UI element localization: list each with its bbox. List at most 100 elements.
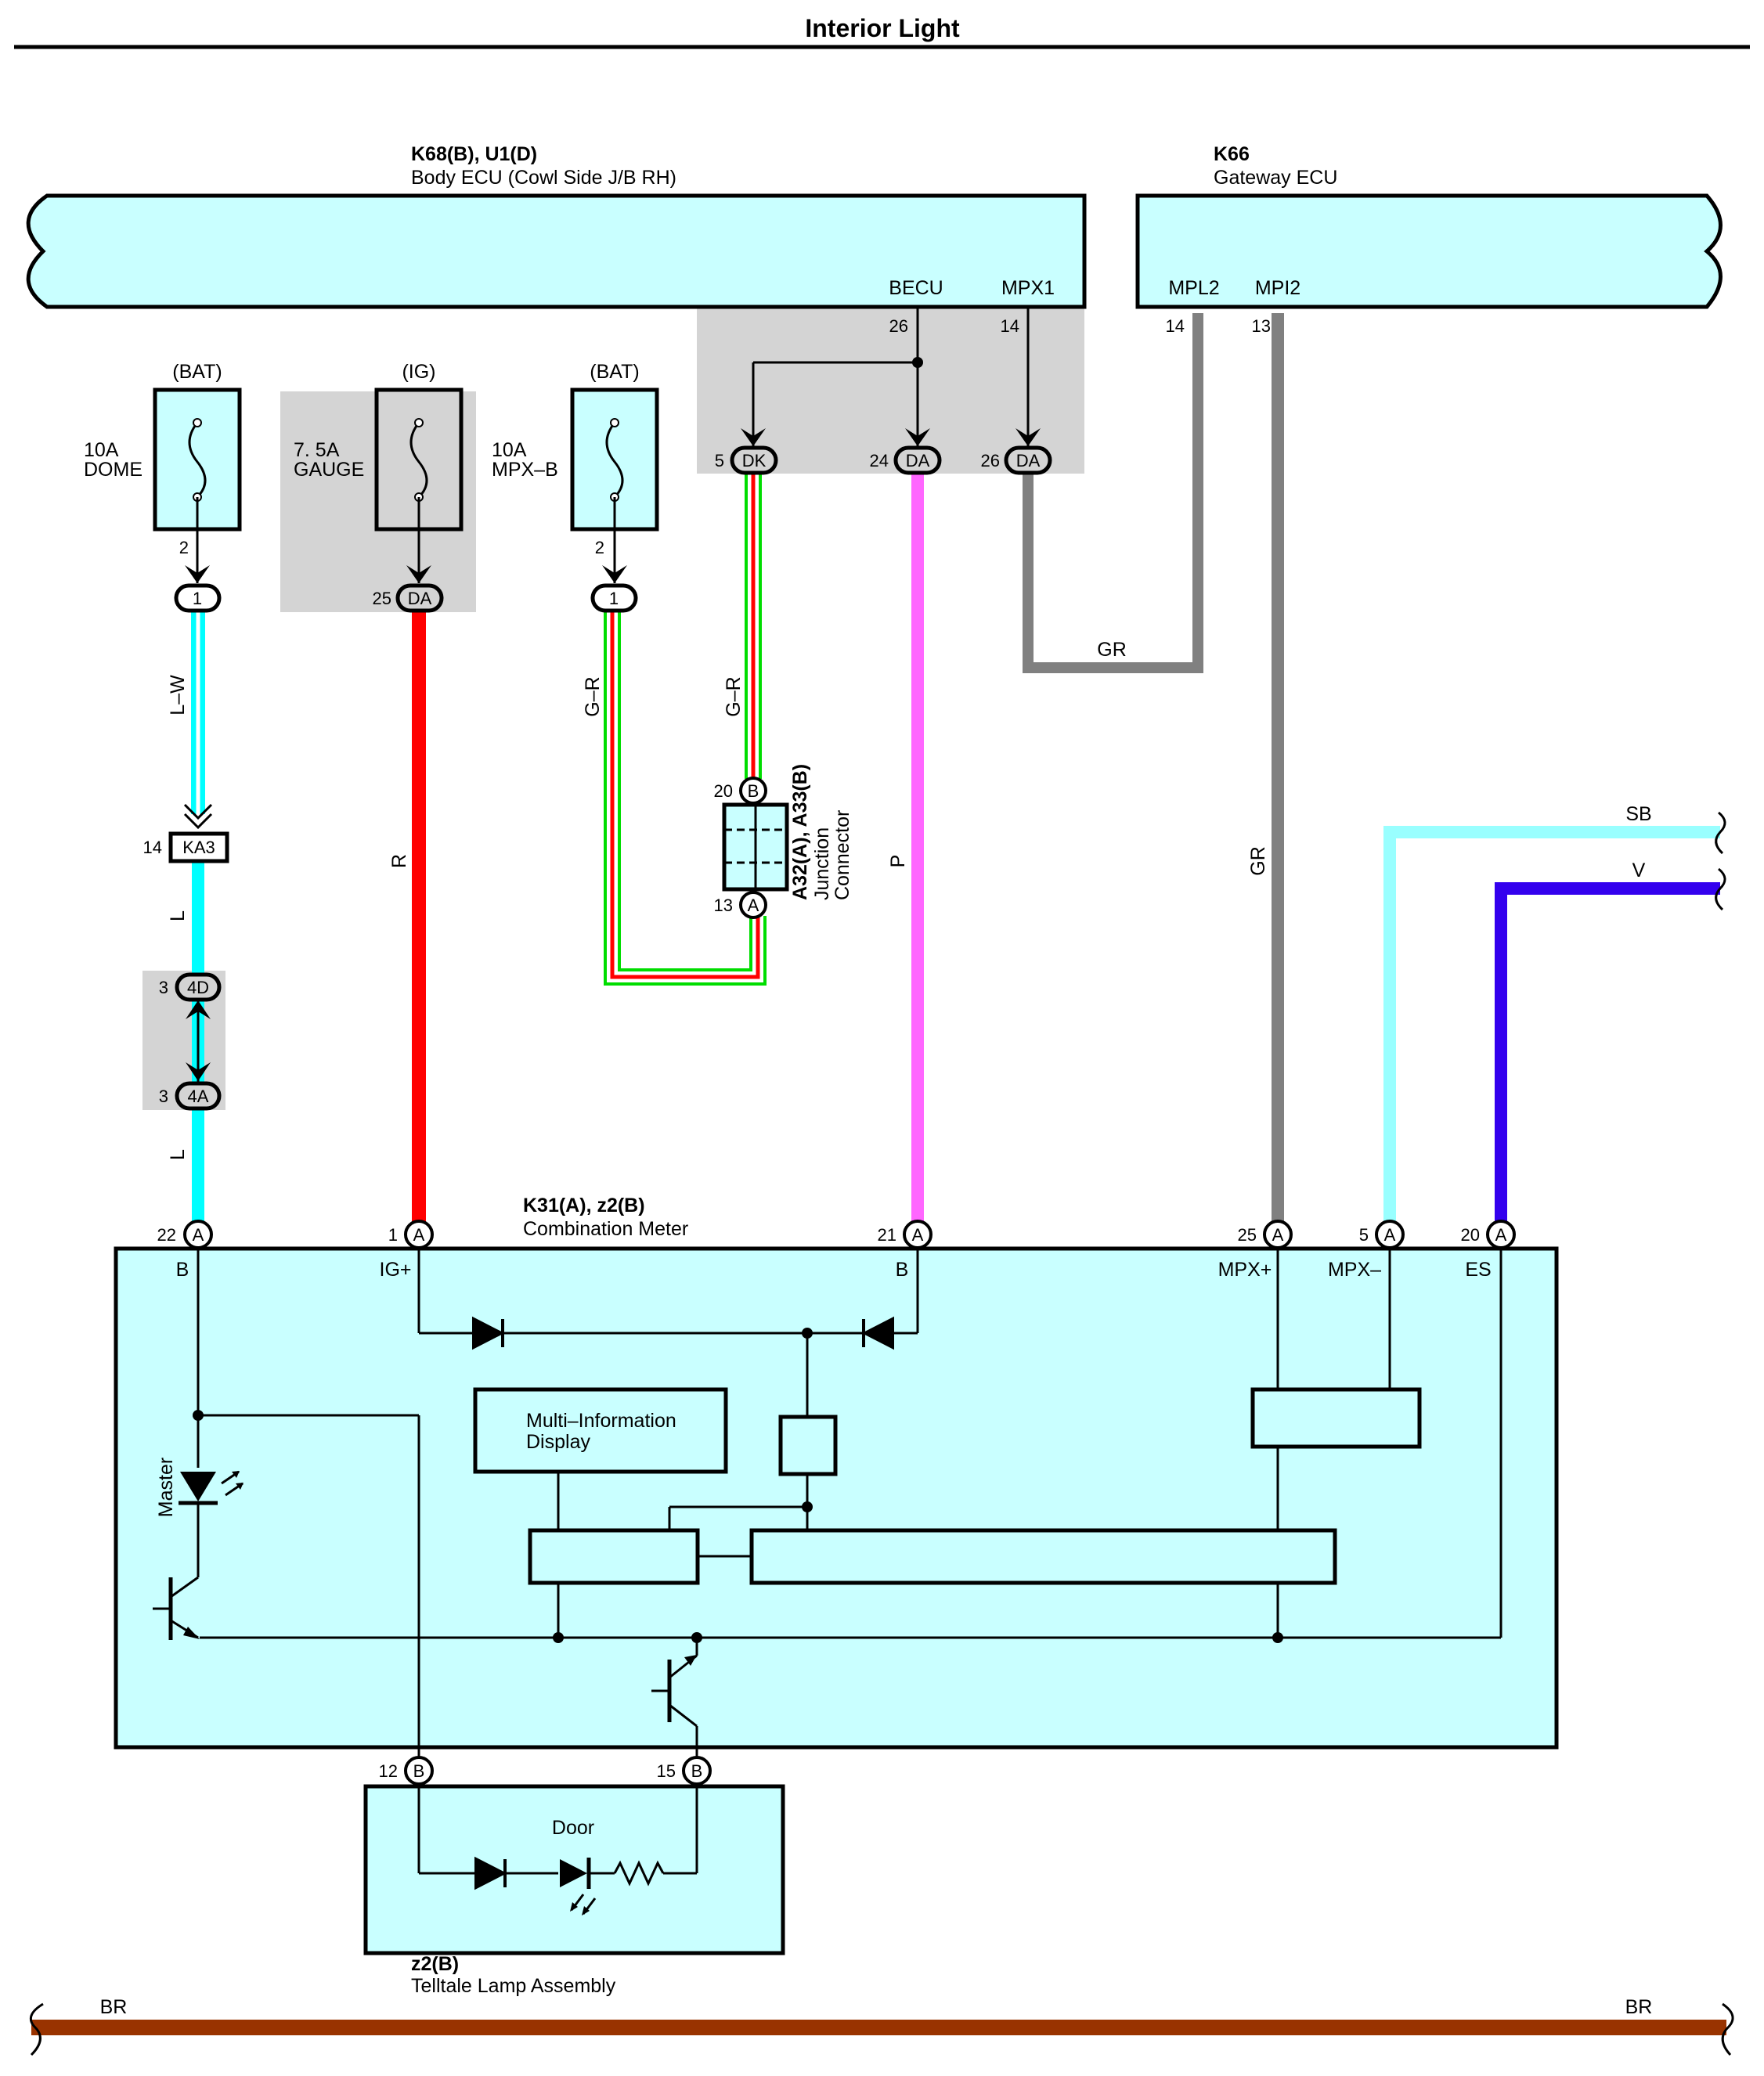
fuse-mpxb-out-pin: 2	[595, 538, 604, 557]
svg-text:22: 22	[157, 1225, 176, 1245]
gateway-pin-mpl2: 14	[1166, 316, 1185, 336]
connector-da24-pin: 24	[870, 451, 889, 470]
junction-top-label: B	[748, 781, 759, 801]
fuse-gauge-source: (IG)	[402, 361, 435, 383]
break-br-right	[1721, 2002, 1734, 2056]
break-br-left	[29, 2002, 44, 2056]
fuse-dome-name: DOME	[84, 459, 142, 481]
door-label: Door	[552, 1817, 594, 1839]
svg-text:ES: ES	[1465, 1259, 1491, 1281]
wire-label-br-right: BR	[1625, 1996, 1653, 2018]
svg-text:A: A	[193, 1225, 204, 1245]
gateway-ecu-code: K66	[1214, 143, 1250, 165]
fuse-mpxb-rating: 10A	[492, 439, 527, 461]
svg-text:MPX–: MPX–	[1328, 1259, 1381, 1281]
connector-dk: DK	[730, 445, 778, 475]
wire-label-lw: L–W	[167, 675, 189, 715]
junction-code: A32(A), A33(B)	[789, 764, 811, 900]
connector-1a: 1	[174, 583, 222, 613]
gateway-term-mpi2: MPI2	[1255, 277, 1300, 299]
svg-text:1: 1	[193, 589, 202, 608]
fuse-mpxb-name: MPX–B	[492, 459, 558, 481]
fuse-mpxb	[570, 387, 659, 532]
wire-gr-loop	[1023, 313, 1203, 673]
telltale-code: z2(B)	[411, 1953, 459, 1975]
meter-pin-5: A 5 MPX–	[1328, 1220, 1405, 1281]
connector-4d: 4D	[175, 972, 222, 1002]
wire-label-p: P	[887, 855, 909, 868]
svg-text:DA: DA	[408, 589, 432, 608]
svg-text:DA: DA	[906, 451, 930, 470]
combination-meter-box	[114, 1246, 1559, 1750]
connector-ka3: KA3	[168, 803, 229, 863]
fuse-mpxb-source: (BAT)	[590, 361, 639, 383]
svg-text:25: 25	[1238, 1225, 1257, 1245]
wire-label-gr-h: GR	[1097, 639, 1127, 661]
svg-text:1: 1	[388, 1225, 398, 1245]
body-ecu-term-becu: BECU	[889, 277, 943, 299]
meter-cpu-block-right	[749, 1528, 1337, 1585]
junction-line1: Junction	[811, 827, 833, 900]
connector-da26-pin: 26	[981, 451, 1000, 470]
connector-ka3-pin: 14	[143, 838, 162, 857]
svg-text:B: B	[896, 1259, 909, 1281]
transistor-left-icon	[153, 1576, 200, 1640]
wire-label-gr1: G–R	[582, 676, 604, 716]
svg-text:B: B	[413, 1761, 425, 1781]
wire-label-gr-v: GR	[1247, 846, 1269, 876]
wire-label-r: R	[388, 854, 410, 868]
wire-label-v: V	[1632, 860, 1646, 881]
svg-text:KA3: KA3	[182, 838, 215, 857]
body-ecu-name: Body ECU (Cowl Side J/B RH)	[411, 167, 676, 189]
svg-text:12: 12	[379, 1761, 398, 1781]
connector-gauge-da: DA	[395, 583, 444, 613]
svg-text:A: A	[1384, 1225, 1396, 1245]
junction-line2: Connector	[831, 810, 853, 900]
shade-ecu-junction	[697, 305, 1084, 474]
junction-connector	[722, 777, 789, 919]
master-label: Master	[155, 1458, 177, 1517]
break-v	[1715, 867, 1726, 911]
meter-pin-25: A 25 MPX+	[1218, 1220, 1293, 1281]
fuse-gauge-name: GAUGE	[294, 459, 364, 481]
body-ecu-box	[26, 193, 1087, 309]
diode-ig	[472, 1316, 505, 1350]
arrow-4a	[186, 1062, 211, 1081]
svg-text:IG+: IG+	[380, 1259, 412, 1281]
svg-text:4A: 4A	[188, 1087, 209, 1106]
gateway-ecu-name: Gateway ECU	[1214, 167, 1337, 189]
svg-text:A: A	[912, 1225, 924, 1245]
multi-info-line1: Multi–Information	[526, 1410, 676, 1432]
meter-small-block	[778, 1415, 838, 1476]
wire-label-sb: SB	[1625, 803, 1651, 825]
ecu-output-lines	[741, 307, 1041, 446]
fuse-dome-source: (BAT)	[172, 361, 222, 383]
svg-text:A: A	[1495, 1225, 1507, 1245]
connector-4d-pin: 3	[159, 978, 168, 997]
telltale-name: Telltale Lamp Assembly	[411, 1975, 616, 1997]
svg-text:4D: 4D	[187, 978, 209, 997]
fuse-dome-rating: 10A	[84, 439, 119, 461]
break-sb	[1715, 811, 1726, 855]
connector-1b: 1	[590, 583, 638, 613]
svg-text:B: B	[176, 1259, 189, 1281]
svg-text:DA: DA	[1016, 451, 1041, 470]
page-title: Interior Light	[805, 14, 960, 42]
meter-pin-20: A 20 ES	[1461, 1220, 1516, 1281]
gateway-ecu-box	[1135, 193, 1723, 309]
multi-info-line2: Display	[526, 1431, 590, 1453]
fuse-dome-out-pin: 2	[179, 538, 189, 557]
connector-4a: 4A	[175, 1081, 222, 1111]
meter-cpu-block-left	[528, 1528, 700, 1585]
svg-text:MPX+: MPX+	[1218, 1259, 1272, 1281]
svg-text:21: 21	[878, 1225, 896, 1245]
svg-text:20: 20	[1461, 1225, 1480, 1245]
gateway-term-mpl2: MPL2	[1168, 277, 1219, 299]
wire-v	[1495, 882, 1720, 1233]
master-led-icon	[179, 1470, 243, 1505]
svg-text:1: 1	[609, 589, 619, 608]
body-ecu-code: K68(B), U1(D)	[411, 143, 537, 165]
wire-label-l2: L	[167, 1149, 189, 1160]
fuse-gauge-rating: 7. 5A	[294, 439, 340, 461]
